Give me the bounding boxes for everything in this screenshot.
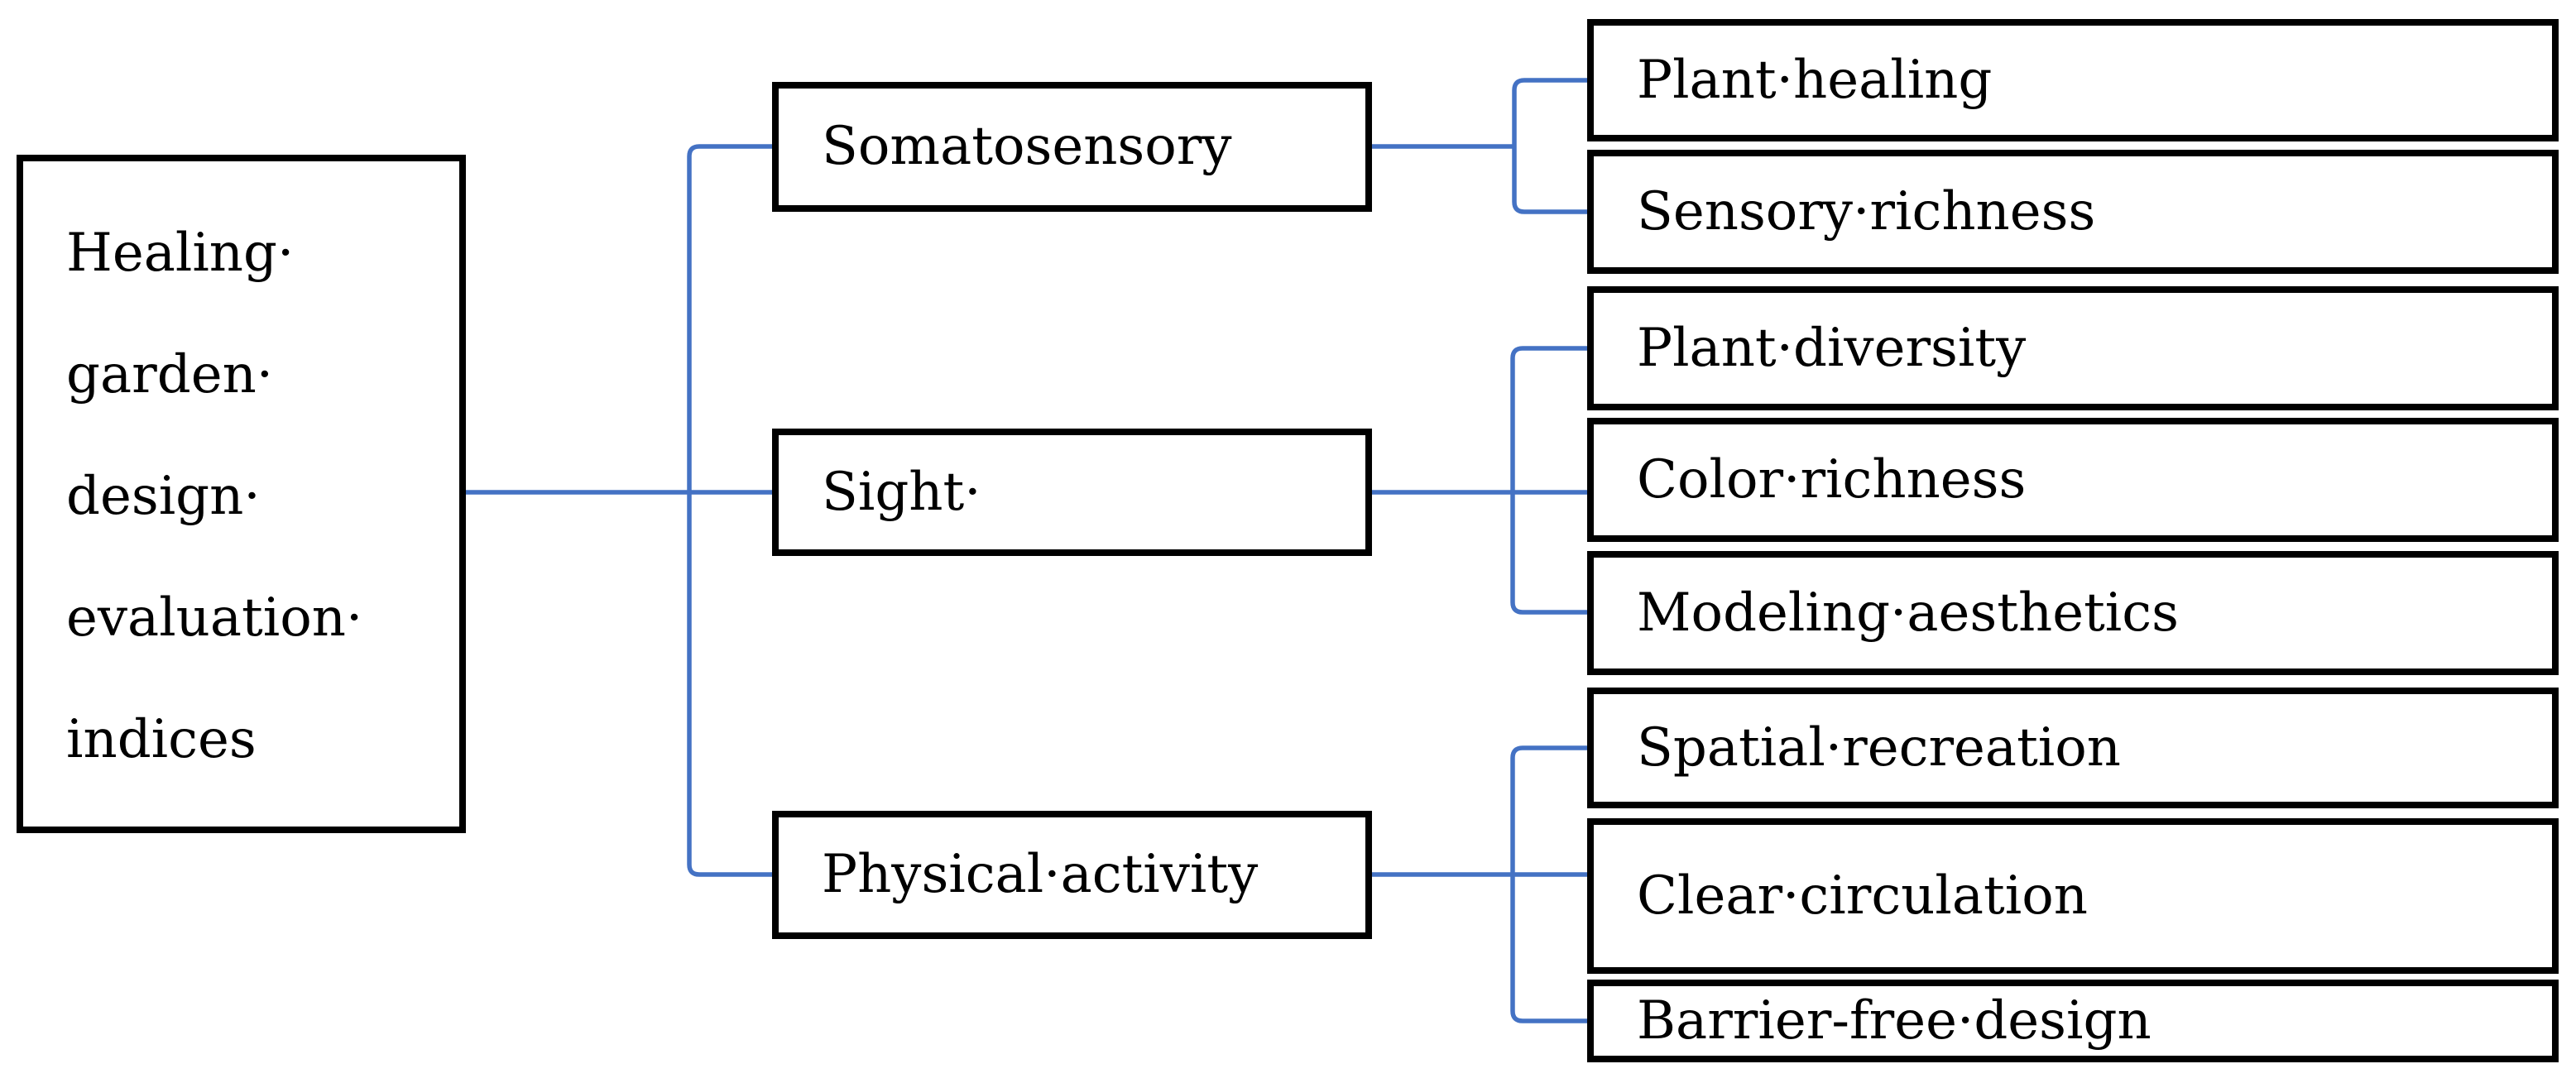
connector-left-trunk xyxy=(687,144,772,877)
category-box-label: Sight· xyxy=(822,461,981,523)
leaf-box-clear-circulation: Clear·circulation xyxy=(1587,818,2559,974)
category-box-label: Somatosensory xyxy=(822,116,1232,178)
leaf-box-label: Plant·diversity xyxy=(1637,317,2027,379)
root-box-label: Healing· garden· design· evaluation· ind… xyxy=(66,223,363,770)
connector-sight-branch xyxy=(1510,346,1587,615)
leaf-box-label: Color·richness xyxy=(1637,448,2027,510)
root-box-healing-garden-design-evaluation-indices: Healing· garden· design· evaluation· ind… xyxy=(17,155,466,833)
category-box-physical-activity: Physical·activity xyxy=(772,811,1372,939)
leaf-box-sensory-richness: Sensory·richness xyxy=(1587,150,2559,274)
leaf-box-plant-diversity: Plant·diversity xyxy=(1587,286,2559,410)
connector-somatosensory-branch xyxy=(1512,78,1587,214)
leaf-box-label: Barrier-free·design xyxy=(1637,990,2151,1052)
leaf-box-plant-healing: Plant·healing xyxy=(1587,19,2559,141)
category-box-somatosensory: Somatosensory xyxy=(772,82,1372,212)
leaf-box-label: Plant·healing xyxy=(1637,49,1993,111)
leaf-box-color-richness: Color·richness xyxy=(1587,418,2559,542)
category-box-label: Physical·activity xyxy=(822,844,1259,906)
leaf-box-label: Modeling·aesthetics xyxy=(1637,582,2179,644)
leaf-box-spatial-recreation: Spatial·recreation xyxy=(1587,688,2559,808)
leaf-box-modeling-aesthetics: Modeling·aesthetics xyxy=(1587,551,2559,675)
leaf-box-label: Sensory·richness xyxy=(1637,180,2096,242)
connector-physical-branch xyxy=(1510,745,1587,1023)
category-box-sight: Sight· xyxy=(772,429,1372,556)
leaf-box-label: Clear·circulation xyxy=(1637,865,2088,927)
leaf-box-barrier-free-design: Barrier-free·design xyxy=(1587,980,2559,1062)
leaf-box-label: Spatial·recreation xyxy=(1637,716,2121,779)
